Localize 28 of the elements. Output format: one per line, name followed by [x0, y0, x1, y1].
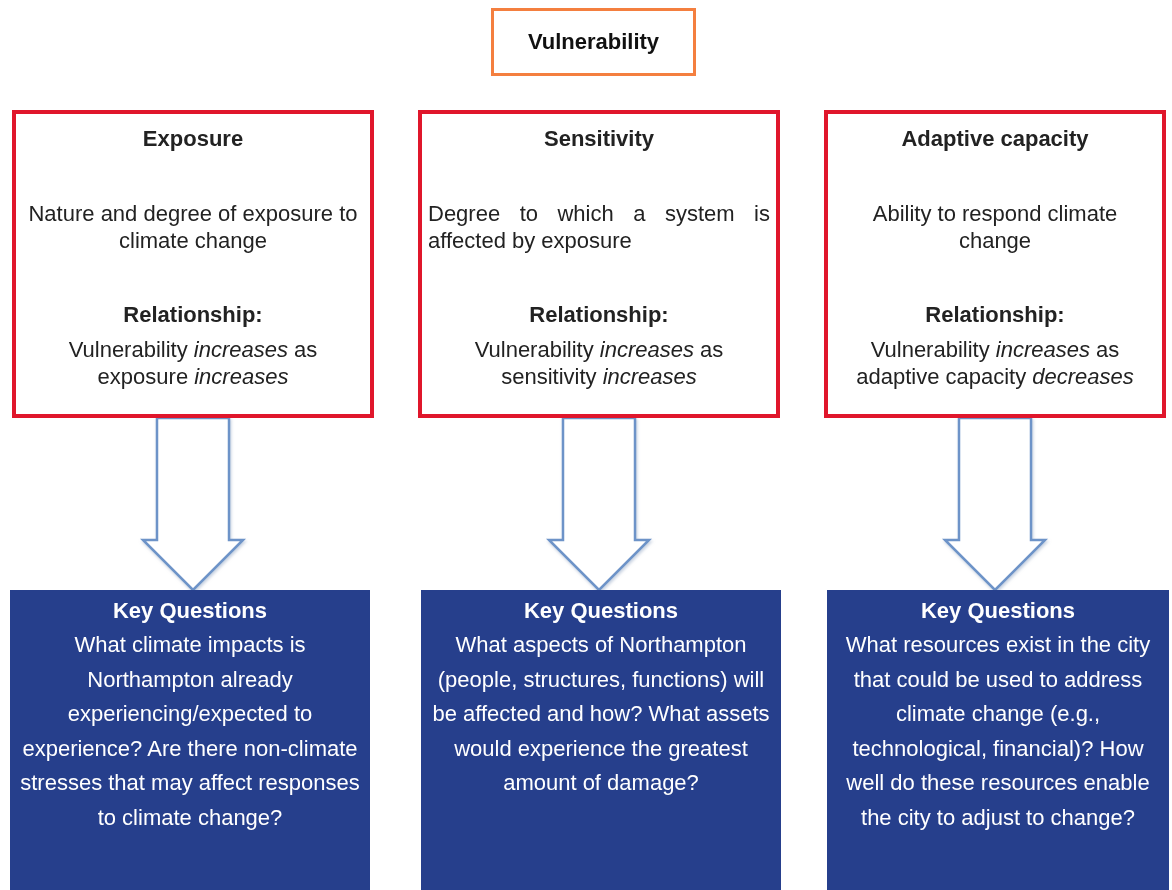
questions-text: What aspects of Northampton (people, structures, functions) will be affected and how? What assets would experience the greatest amount of damage? — [431, 631, 771, 797]
questions-panel — [827, 590, 1169, 890]
relationship-text: Vulnerability increases as adaptive capacity decreases — [855, 336, 1135, 390]
down-arrow — [140, 416, 246, 592]
concept-box — [418, 110, 780, 418]
relationship-text: Vulnerability increases as sensitivity increases — [473, 336, 725, 390]
concept-description: Degree to which a system is affected by exposure — [428, 200, 770, 254]
questions-heading: Key Questions — [523, 598, 678, 624]
concept-description: Ability to respond climate change — [871, 200, 1119, 254]
concept-heading: Adaptive capacity — [901, 126, 1089, 152]
relationship-text: Vulnerability increases as exposure increases — [67, 336, 319, 390]
relationship-heading: Relationship: — [123, 302, 263, 328]
concept-description: Nature and degree of exposure to climate change — [27, 200, 359, 254]
questions-heading: Key Questions — [920, 598, 1075, 624]
relationship-heading: Relationship: — [529, 302, 669, 328]
title-box: Vulnerability — [491, 8, 696, 76]
concept-box — [824, 110, 1166, 418]
questions-text: What climate impacts is Northampton already experiencing/expected to experience? Are there non-climate stresses that may affect responses to climate change? — [19, 631, 361, 832]
down-arrow — [546, 416, 652, 592]
questions-heading: Key Questions — [112, 598, 267, 624]
questions-text: What resources exist in the city that could be used to address climate change (e.g., technological, financial)? How well do these resources enable the city to adjust to change? — [844, 631, 1152, 832]
concept-heading: Exposure — [142, 126, 244, 152]
questions-panel — [10, 590, 370, 890]
relationship-heading: Relationship: — [925, 302, 1065, 328]
questions-panel — [421, 590, 781, 890]
concept-box — [12, 110, 374, 418]
down-arrow — [942, 416, 1048, 592]
concept-heading: Sensitivity — [543, 126, 654, 152]
